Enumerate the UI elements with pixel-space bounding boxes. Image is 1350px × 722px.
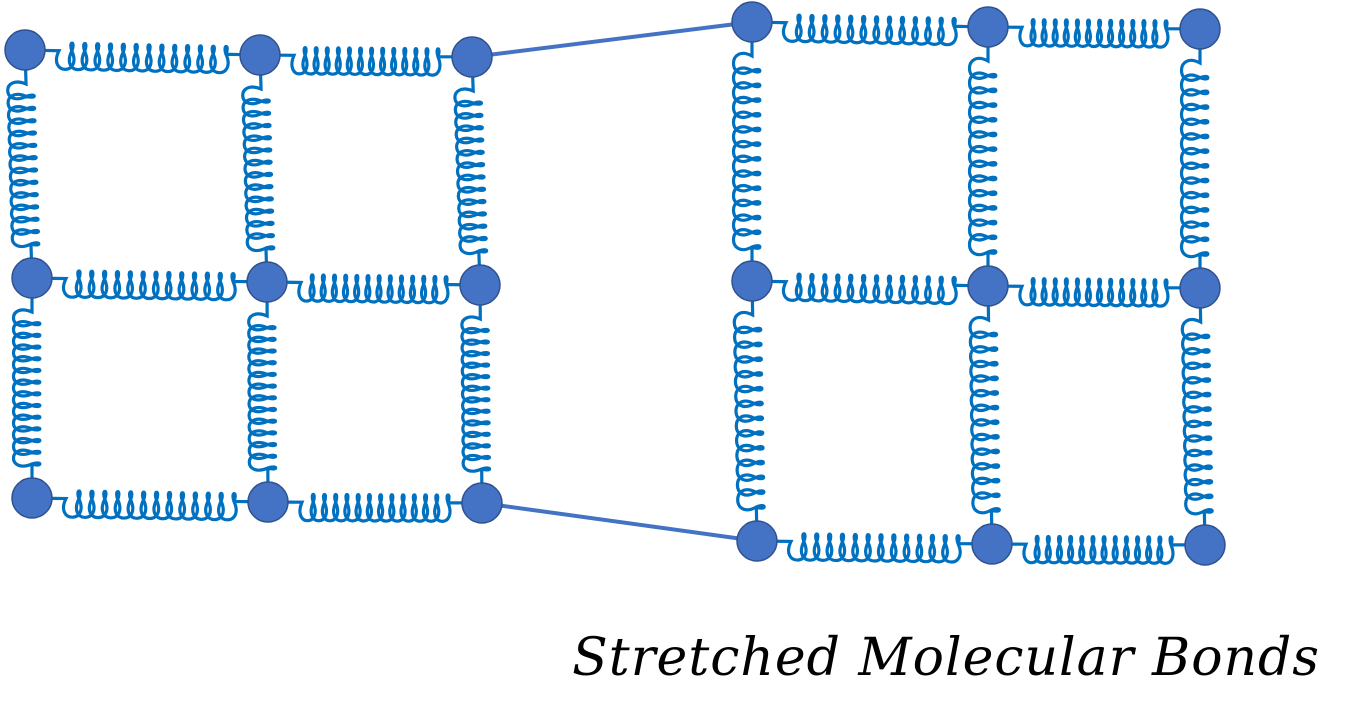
right-spring-v-1-2-coil [1180, 306, 1214, 527]
left-atom-0-2 [451, 36, 493, 78]
connector-top [471, 20, 753, 59]
right-atom-0-2 [1179, 8, 1221, 50]
left-spring-v-1-2-coil [460, 303, 492, 485]
left-spring-h-0-1-coil [278, 45, 454, 77]
right-spring-v-1-1 [968, 304, 1001, 526]
right-spring-v-0-1 [967, 45, 998, 268]
left-spring-v-1-1 [247, 300, 278, 484]
lattice-unstretched [4, 29, 503, 524]
right-atom-0-1 [967, 6, 1009, 48]
left-spring-h-0-0 [43, 41, 242, 75]
right-atom-1-2 [1179, 267, 1221, 309]
left-spring-h-1-0 [50, 269, 249, 302]
left-spring-h-2-0 [50, 489, 250, 522]
left-spring-v-1-0-coil [11, 296, 42, 480]
right-spring-v-0-0 [731, 40, 762, 263]
left-spring-v-1-2 [460, 303, 492, 485]
left-spring-h-1-1 [285, 273, 462, 305]
left-spring-h-2-1 [286, 492, 464, 523]
right-spring-h-0-0 [770, 13, 970, 47]
left-spring-v-0-0 [6, 68, 41, 260]
right-spring-h-1-1 [1006, 276, 1182, 308]
left-spring-h-2-1-coil [286, 492, 464, 523]
right-spring-v-1-0-coil [732, 299, 766, 523]
right-atom-2-2 [1184, 524, 1226, 566]
left-atom-1-2 [459, 264, 501, 306]
right-atom-2-1 [971, 523, 1013, 565]
right-spring-h-1-1-coil [1006, 276, 1182, 308]
left-atom-2-1 [247, 481, 289, 523]
left-spring-v-0-1 [241, 73, 276, 264]
left-spring-h-2-0-coil [50, 489, 250, 522]
right-spring-v-1-0 [732, 299, 766, 523]
right-spring-v-0-2 [1179, 47, 1210, 270]
right-spring-h-1-0 [770, 272, 970, 306]
left-atom-0-1 [239, 34, 281, 76]
left-atom-0-0 [4, 29, 46, 71]
left-spring-h-1-1-coil [285, 273, 462, 305]
right-spring-h-2-1-coil [1010, 534, 1187, 565]
left-atom-1-1 [246, 261, 288, 303]
right-spring-h-0-1-coil [1006, 17, 1182, 49]
connector-bottom [481, 501, 758, 543]
right-spring-h-1-0-coil [770, 272, 970, 306]
left-spring-v-0-1-coil [241, 73, 276, 264]
right-spring-v-1-1-coil [968, 304, 1001, 526]
left-spring-v-1-1-coil [247, 300, 278, 484]
right-spring-h-2-0-coil [775, 532, 974, 564]
stretch-connectors [471, 20, 758, 543]
diagram-caption: Stretched Molecular Bonds [572, 628, 1320, 688]
right-spring-v-0-1-coil [967, 45, 998, 268]
right-spring-h-2-1 [1010, 534, 1187, 565]
left-atom-2-0 [11, 477, 53, 519]
right-spring-h-0-1 [1006, 17, 1182, 49]
left-spring-v-0-2-coil [453, 75, 489, 267]
right-atom-1-1 [967, 265, 1009, 307]
left-atom-2-2 [461, 482, 503, 524]
left-spring-h-1-0-coil [50, 269, 249, 302]
right-spring-h-2-0 [775, 532, 974, 564]
left-spring-v-0-2 [453, 75, 489, 267]
right-spring-v-0-2-coil [1179, 47, 1210, 270]
right-atom-1-0 [731, 260, 773, 302]
left-spring-v-0-0-coil [6, 68, 41, 260]
right-atom-2-0 [736, 520, 778, 562]
lattice-stretched [731, 1, 1226, 566]
right-spring-h-0-0-coil [770, 13, 970, 47]
left-spring-v-1-0 [11, 296, 42, 480]
left-spring-h-0-0-coil [43, 41, 242, 75]
left-spring-h-0-1 [278, 45, 454, 77]
right-spring-v-0-0-coil [731, 40, 762, 263]
left-atom-1-0 [11, 257, 53, 299]
right-spring-v-1-2 [1180, 306, 1214, 527]
right-atom-0-0 [731, 1, 773, 43]
